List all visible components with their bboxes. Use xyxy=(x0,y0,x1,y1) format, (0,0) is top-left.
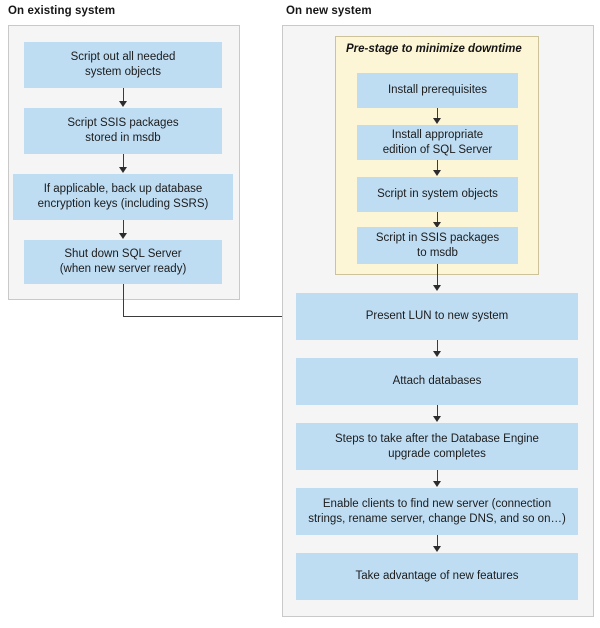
node-install-edition-line1: Install appropriate xyxy=(391,128,484,141)
arrow-head-prestage-2 xyxy=(433,170,441,176)
node-script-in-system-objects[interactable]: Script in system objects xyxy=(357,177,518,212)
node-shutdown-sql-server[interactable]: Shut down SQL Server (when new server re… xyxy=(24,240,222,284)
node-new-features[interactable]: Take advantage of new features xyxy=(296,553,578,600)
node-script-in-ssis-packages[interactable]: Script in SSIS packages to msdb xyxy=(357,227,518,264)
node-enable-clients[interactable]: Enable clients to find new server (conne… xyxy=(296,488,578,535)
node-backup-keys-line1: If applicable, back up database xyxy=(43,183,203,195)
arrow-head-existing-3 xyxy=(119,233,127,239)
panel-label-existing-system: On existing system xyxy=(8,5,116,17)
node-script-ssis-line2: stored in msdb xyxy=(85,132,161,144)
arrow-line-existing-2 xyxy=(123,154,124,168)
node-install-prerequisites[interactable]: Install prerequisites xyxy=(357,73,518,108)
node-install-edition[interactable]: Install appropriate edition of SQL Serve… xyxy=(357,125,518,160)
arrow-line-prestage-exit xyxy=(437,264,438,286)
arrow-head-new-1 xyxy=(433,351,441,357)
connector-existing-to-new-horizontal xyxy=(123,316,286,317)
node-new-features-line1: Take advantage of new features xyxy=(355,570,519,582)
node-script-ssis[interactable]: Script SSIS packages stored in msdb xyxy=(24,108,222,154)
arrow-head-existing-1 xyxy=(119,101,127,107)
node-enable-clients-line1: Enable clients to find new server (conne… xyxy=(322,497,552,510)
node-attach-databases[interactable]: Attach databases xyxy=(296,358,578,405)
node-script-objects[interactable]: Script out all needed system objects xyxy=(24,42,222,88)
node-script-objects-line2: system objects xyxy=(84,66,162,78)
node-post-upgrade-line1: Steps to take after the Database Engine xyxy=(335,432,539,445)
panel-label-new-system: On new system xyxy=(286,5,372,17)
arrow-head-prestage-1 xyxy=(433,118,441,124)
arrow-line-new-4 xyxy=(437,535,438,547)
node-script-in-system-objects-line1: Script in system objects xyxy=(377,188,498,200)
arrow-line-new-2 xyxy=(437,405,438,417)
arrow-head-new-4 xyxy=(433,546,441,552)
arrow-head-existing-2 xyxy=(119,167,127,173)
node-shutdown-line1: Shut down SQL Server xyxy=(64,248,182,260)
arrow-head-prestage-exit xyxy=(433,285,441,291)
node-backup-keys[interactable]: If applicable, back up database encrypti… xyxy=(13,174,233,220)
arrow-line-prestage-2 xyxy=(437,160,438,171)
node-script-objects-line1: Script out all needed xyxy=(70,51,176,63)
node-install-prerequisites-line1: Install prerequisites xyxy=(387,84,488,96)
node-script-ssis-line1: Script SSIS packages xyxy=(67,117,179,129)
arrow-line-prestage-3 xyxy=(437,212,438,223)
group-pre-stage-title: Pre-stage to minimize downtime xyxy=(346,43,522,55)
node-install-edition-line2: edition of SQL Server xyxy=(382,143,493,156)
connector-existing-to-new-vertical xyxy=(123,284,124,317)
arrow-head-new-2 xyxy=(433,416,441,422)
arrow-line-existing-1 xyxy=(123,88,124,102)
node-backup-keys-line2: encryption keys (including SSRS) xyxy=(37,198,209,210)
node-post-upgrade-line2: upgrade completes xyxy=(388,447,486,460)
node-present-lun-line1: Present LUN to new system xyxy=(365,310,509,322)
arrow-head-new-3 xyxy=(433,481,441,487)
arrow-line-new-1 xyxy=(437,340,438,352)
node-enable-clients-line2: strings, rename server, change DNS, and … xyxy=(308,512,566,525)
node-present-lun[interactable]: Present LUN to new system xyxy=(296,293,578,340)
node-script-in-ssis-line1: Script in SSIS packages xyxy=(375,231,500,244)
node-attach-databases-line1: Attach databases xyxy=(392,375,482,387)
node-post-upgrade-steps[interactable]: Steps to take after the Database Engine … xyxy=(296,423,578,470)
node-shutdown-line2: (when new server ready) xyxy=(59,263,187,275)
arrow-head-prestage-3 xyxy=(433,222,441,228)
arrow-line-existing-3 xyxy=(123,220,124,234)
arrow-line-prestage-1 xyxy=(437,108,438,119)
arrow-line-new-3 xyxy=(437,470,438,482)
node-script-in-ssis-line2: to msdb xyxy=(417,246,458,259)
